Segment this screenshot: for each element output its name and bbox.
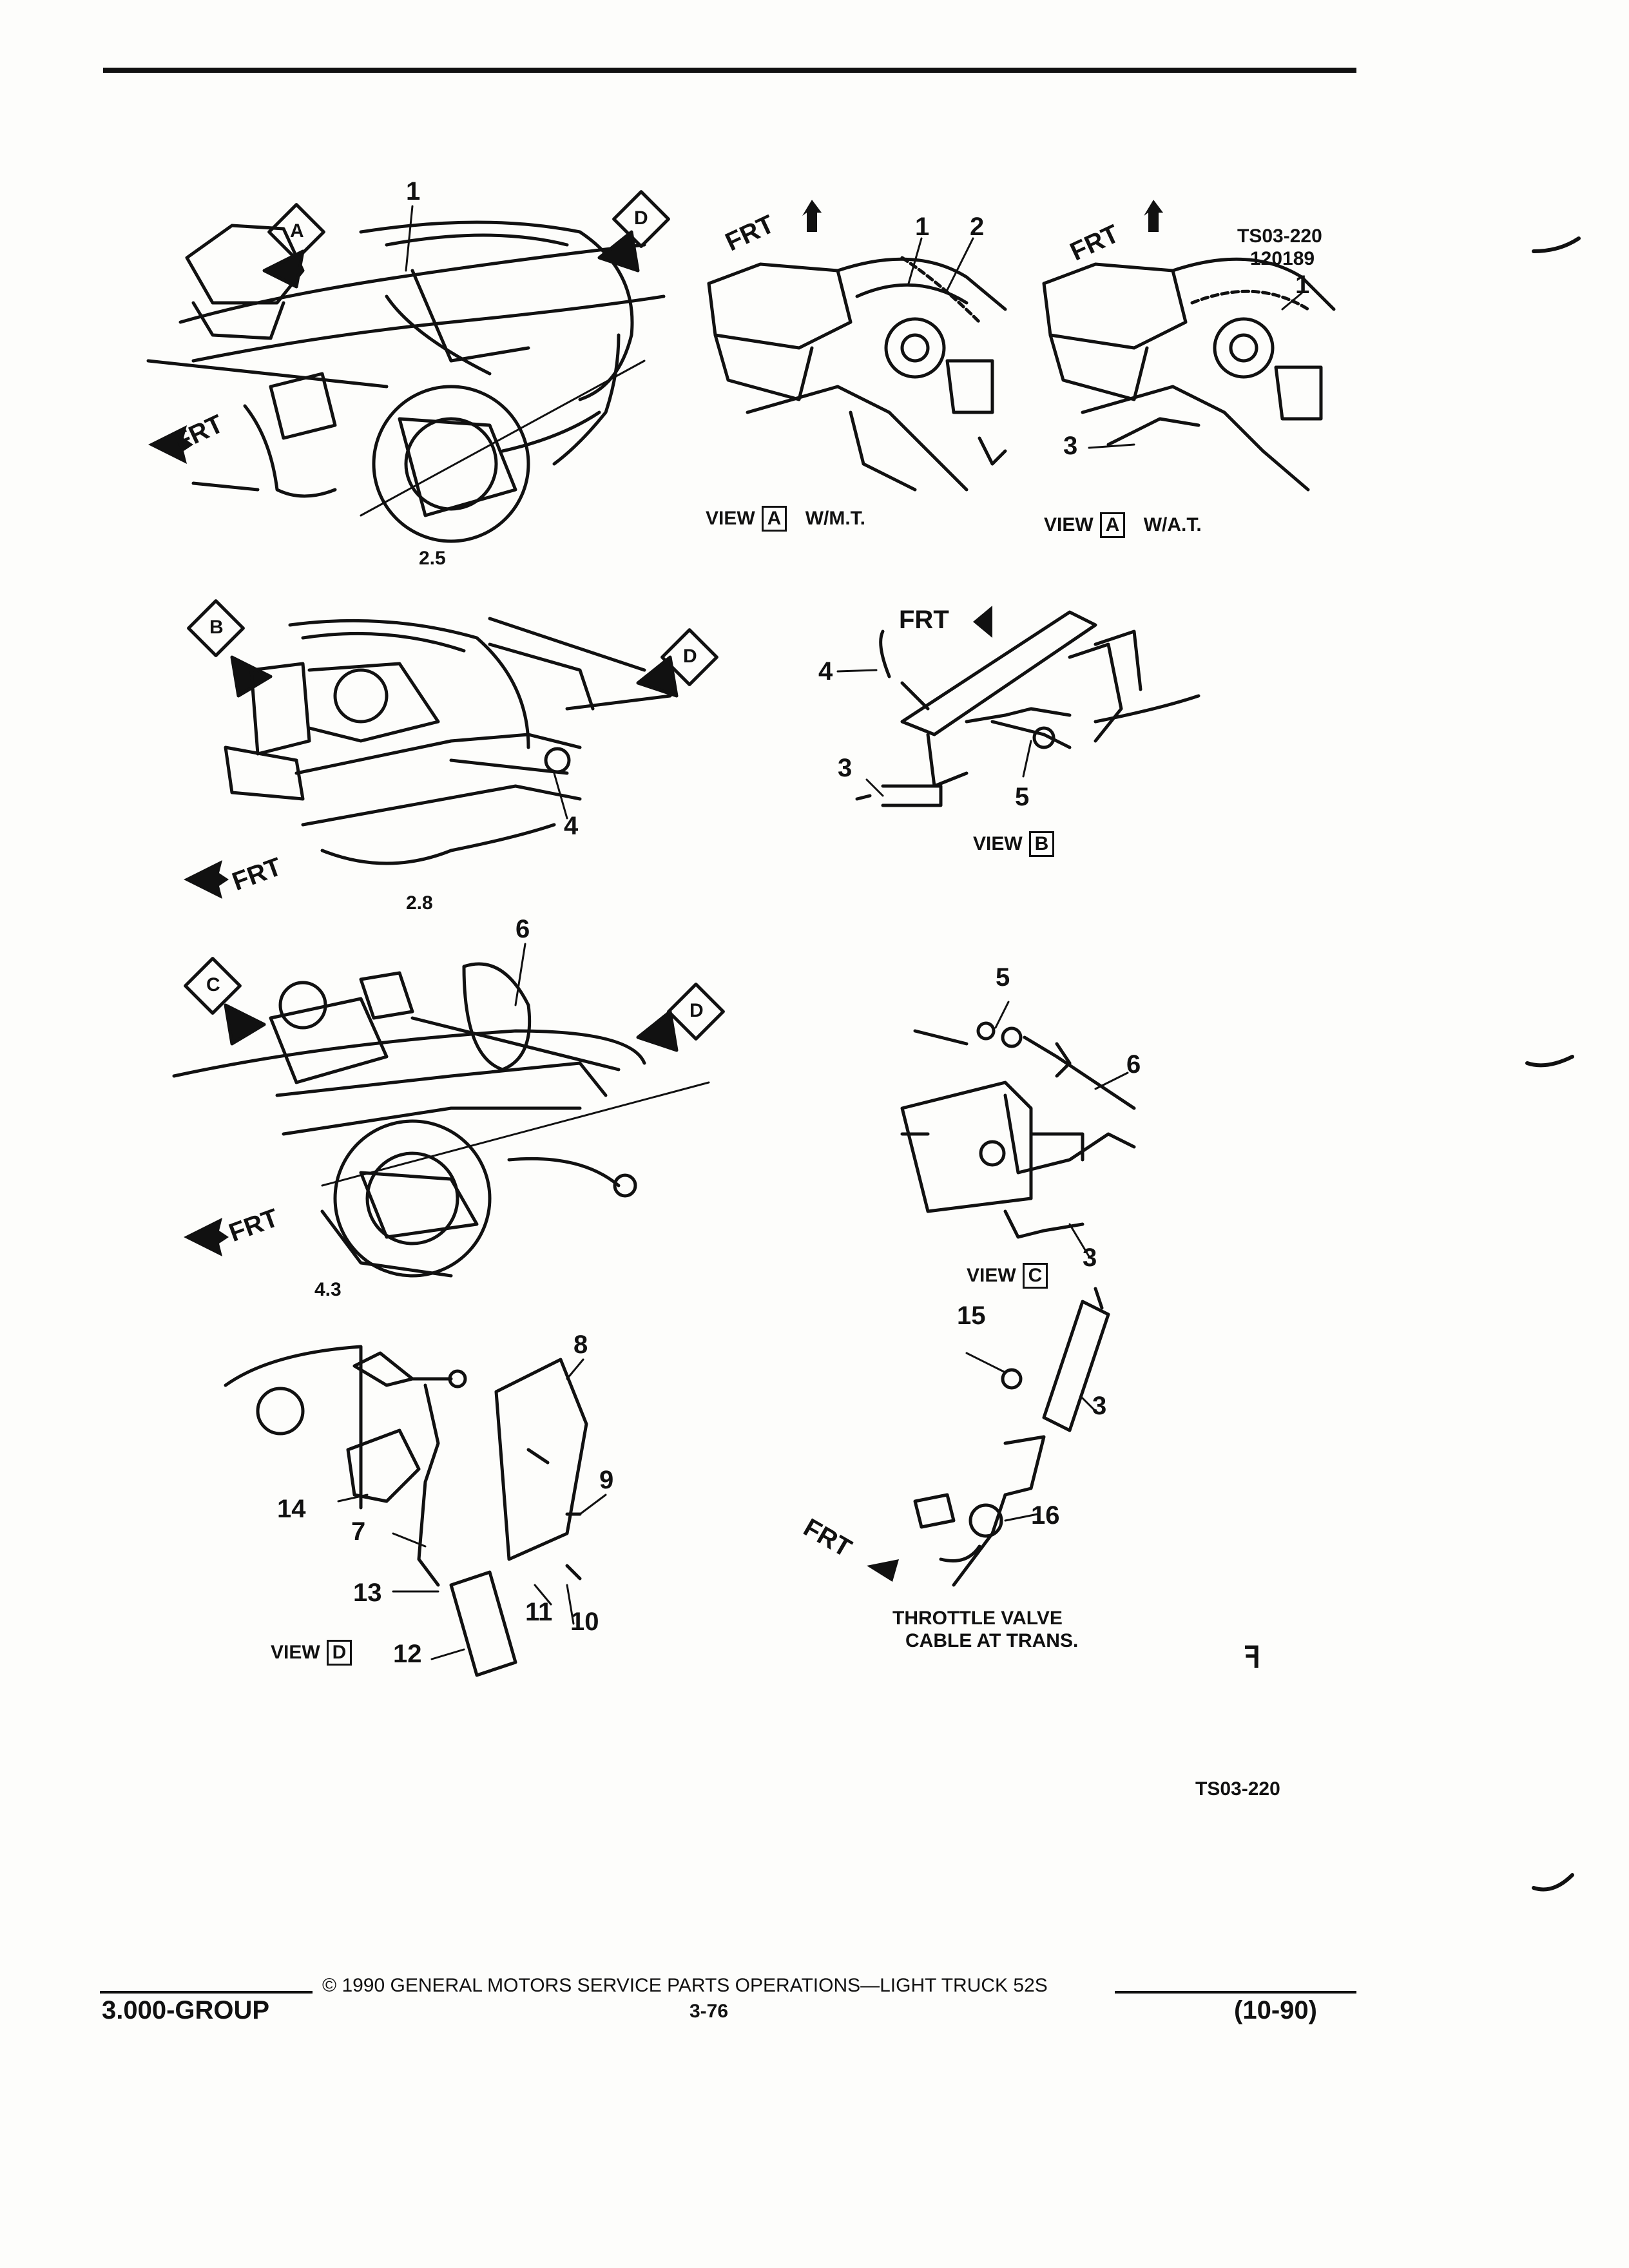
figure-id-code: TS03-220	[1237, 226, 1322, 247]
footer-copyright: © 1990 GENERAL MOTORS SERVICE PARTS OPER…	[322, 1975, 1048, 1996]
view-tag-b: B	[209, 617, 224, 638]
callout-3-view-b: 3	[838, 754, 853, 782]
top-rule	[103, 68, 1356, 73]
callout-leaders	[337, 205, 1303, 1660]
view-a-mt-letter: A	[761, 506, 787, 532]
view-d-caption: VIEW D	[271, 1640, 352, 1666]
view-a-mt-view-word: VIEW	[706, 508, 755, 529]
view-d-view-word: VIEW	[271, 1642, 320, 1663]
view-a-mt-suffix: W/M.T.	[805, 508, 865, 529]
engine-label-2-8: 2.8	[406, 892, 433, 914]
tv-cable-drawing	[913, 1287, 1110, 1587]
engine-4-3-drawing	[172, 962, 710, 1278]
callout-3-view-c: 3	[1083, 1244, 1097, 1272]
view-tag-d-2: D	[683, 646, 697, 667]
callout-3-view-a-at: 3	[1063, 432, 1078, 460]
engine-2-5-drawing	[146, 220, 666, 543]
view-tag-a: A	[290, 220, 304, 242]
callout-1-view-a-mt: 1	[915, 213, 930, 241]
view-a-mt-drawing	[707, 256, 1007, 492]
callout-13-view-d: 13	[353, 1579, 382, 1607]
callout-9-view-d: 9	[599, 1466, 614, 1494]
view-c-view-word: VIEW	[967, 1265, 1016, 1286]
figure-id-date: 120189	[1250, 248, 1315, 269]
callout-4-engine-2-8: 4	[564, 812, 579, 840]
callout-1-engine-2-5: 1	[406, 177, 421, 206]
callout-12-view-d: 12	[393, 1640, 422, 1668]
callout-3-tv-cable: 3	[1092, 1392, 1107, 1420]
callout-6-view-c: 6	[1126, 1050, 1141, 1079]
footer-date: (10-90)	[1234, 1996, 1317, 2024]
view-c-letter: C	[1022, 1263, 1048, 1289]
view-c-drawing	[900, 1021, 1136, 1239]
view-a-at-view-word: VIEW	[1044, 514, 1094, 535]
publisher-logo-mark: ꟻ	[1244, 1640, 1261, 1674]
frt-arrows	[148, 200, 1163, 1582]
callout-5-view-b: 5	[1015, 783, 1030, 811]
view-b-view-word: VIEW	[973, 833, 1023, 854]
view-tag-d-3: D	[689, 1000, 704, 1021]
figure-bottom-code: TS03-220	[1195, 1778, 1280, 1800]
view-d-letter: D	[326, 1640, 352, 1666]
view-b-drawing	[855, 610, 1200, 807]
callout-15-tv-cable: 15	[957, 1302, 986, 1330]
engine-2-8-drawing	[224, 617, 672, 865]
footer-group: 3.000-GROUP	[102, 1996, 270, 2024]
footer-page-number: 3-76	[689, 2001, 729, 2022]
view-a-at-suffix: W/A.T.	[1143, 514, 1202, 535]
footer-rule-right	[1115, 1991, 1356, 1994]
view-tag-c: C	[206, 974, 220, 995]
page-edge-marks	[1525, 236, 1581, 1892]
footer-rule-left	[100, 1991, 313, 1994]
callout-6-engine-4-3: 6	[516, 915, 530, 943]
callout-14-view-d: 14	[277, 1495, 306, 1523]
view-a-at-letter: A	[1099, 512, 1126, 538]
callout-11-view-d: 11	[525, 1598, 553, 1626]
view-c-caption: VIEW C	[967, 1263, 1048, 1289]
tv-cable-caption-line-1: THROTTLE VALVE	[892, 1608, 1063, 1629]
tv-cable-caption-line-2: CABLE AT TRANS.	[905, 1630, 1079, 1651]
callout-7-view-d: 7	[351, 1517, 366, 1546]
callout-16-tv-cable: 16	[1031, 1501, 1060, 1530]
view-b-letter: B	[1028, 831, 1055, 857]
callout-2-view-a-mt: 2	[970, 213, 985, 241]
frt-label-view-b: FRT	[899, 606, 949, 634]
view-tag-d-1: D	[634, 207, 648, 229]
engine-label-2-5: 2.5	[419, 548, 446, 569]
view-a-at-drawing	[1042, 257, 1336, 492]
view-d-drawing	[224, 1345, 588, 1677]
view-a-mt-caption: VIEW A W/M.T.	[706, 506, 865, 532]
callout-5-view-c: 5	[996, 963, 1010, 992]
callout-4-view-b: 4	[818, 657, 833, 686]
engine-label-4-3: 4.3	[314, 1279, 342, 1300]
callout-8-view-d: 8	[574, 1331, 588, 1359]
view-tag-diamonds	[184, 190, 725, 1052]
callout-1-view-a-at: 1	[1295, 271, 1310, 299]
callout-10-view-d: 10	[570, 1608, 599, 1636]
